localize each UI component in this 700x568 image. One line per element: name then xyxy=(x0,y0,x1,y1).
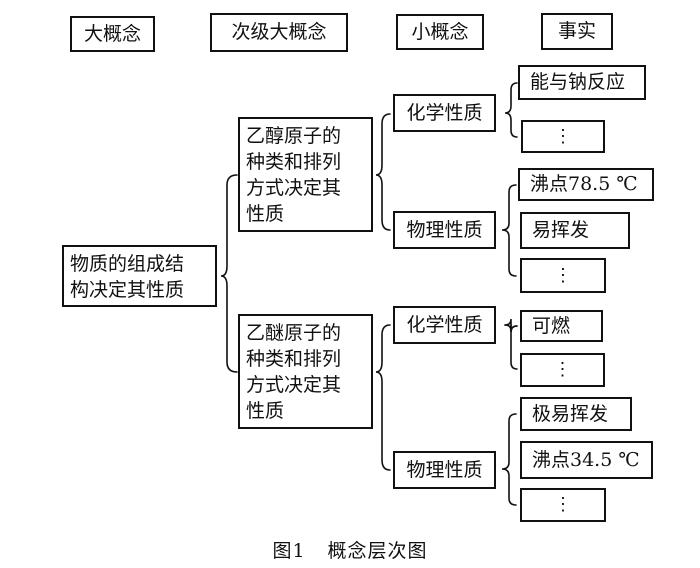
header-sub-concept: 次级大概念 xyxy=(210,13,348,52)
header-fact: 事实 xyxy=(541,13,613,50)
fact-reacts-with-sodium: 能与钠反应 xyxy=(518,65,646,100)
small-concept-chemical-ethanol: 化学性质 xyxy=(393,94,496,132)
small-concept-physical-ethanol: 物理性质 xyxy=(393,211,496,249)
fact-boiling-point-ether: 沸点34.5 ℃ xyxy=(520,441,653,479)
sub-concept-ether: 乙醚原子的 种类和排列 方式决定其 性质 xyxy=(238,314,373,429)
bracket-physical-ether xyxy=(501,413,517,506)
bracket-chemical-ether-top xyxy=(510,324,518,333)
figure-caption: 图1 概念层次图 xyxy=(0,536,700,563)
figure-number: 图1 xyxy=(272,540,306,562)
root-concept: 物质的组成结 构决定其性质 xyxy=(62,245,217,307)
small-concept-physical-ether: 物理性质 xyxy=(393,451,496,489)
fact-ellipsis: ⋮ xyxy=(520,258,606,293)
sub-concept-line: 种类和排列 xyxy=(246,348,342,370)
fact-boiling-point-ethanol: 沸点78.5 ℃ xyxy=(518,168,654,201)
sub-concept-line: 性质 xyxy=(246,400,285,422)
fact-ellipsis: ⋮ xyxy=(520,353,605,387)
header-small-concept: 小概念 xyxy=(396,14,484,50)
fact-highly-volatile: 极易挥发 xyxy=(520,397,632,431)
sub-concept-line: 乙醚原子的 xyxy=(246,322,342,344)
fact-ellipsis: ⋮ xyxy=(521,120,605,153)
root-concept-line: 物质的组成结 xyxy=(70,253,185,275)
root-concept-line: 构决定其性质 xyxy=(70,279,185,301)
sub-concept-line: 种类和排列 xyxy=(246,151,342,173)
sub-concept-line: 乙醇原子的 xyxy=(246,125,342,147)
bracket-physical-ethanol xyxy=(501,184,517,277)
bracket-ethanol xyxy=(375,113,391,231)
fact-volatile: 易挥发 xyxy=(520,212,630,249)
sub-concept-line: 性质 xyxy=(246,203,285,225)
bracket-root xyxy=(220,174,238,373)
fact-ellipsis: ⋮ xyxy=(520,488,606,522)
sub-concept-ethanol: 乙醇原子的 种类和排列 方式决定其 性质 xyxy=(238,117,373,232)
small-concept-chemical-ether: 化学性质 xyxy=(393,306,496,344)
bracket-chemical-ether-b xyxy=(504,324,518,370)
fact-flammable: 可燃 xyxy=(520,310,603,342)
figure-title: 概念层次图 xyxy=(327,540,428,562)
sub-concept-line: 方式决定其 xyxy=(246,374,342,396)
sub-concept-line: 方式决定其 xyxy=(246,177,342,199)
bracket-chemical-ethanol xyxy=(504,82,518,138)
header-big-concept: 大概念 xyxy=(70,16,155,52)
bracket-ether xyxy=(375,324,391,471)
